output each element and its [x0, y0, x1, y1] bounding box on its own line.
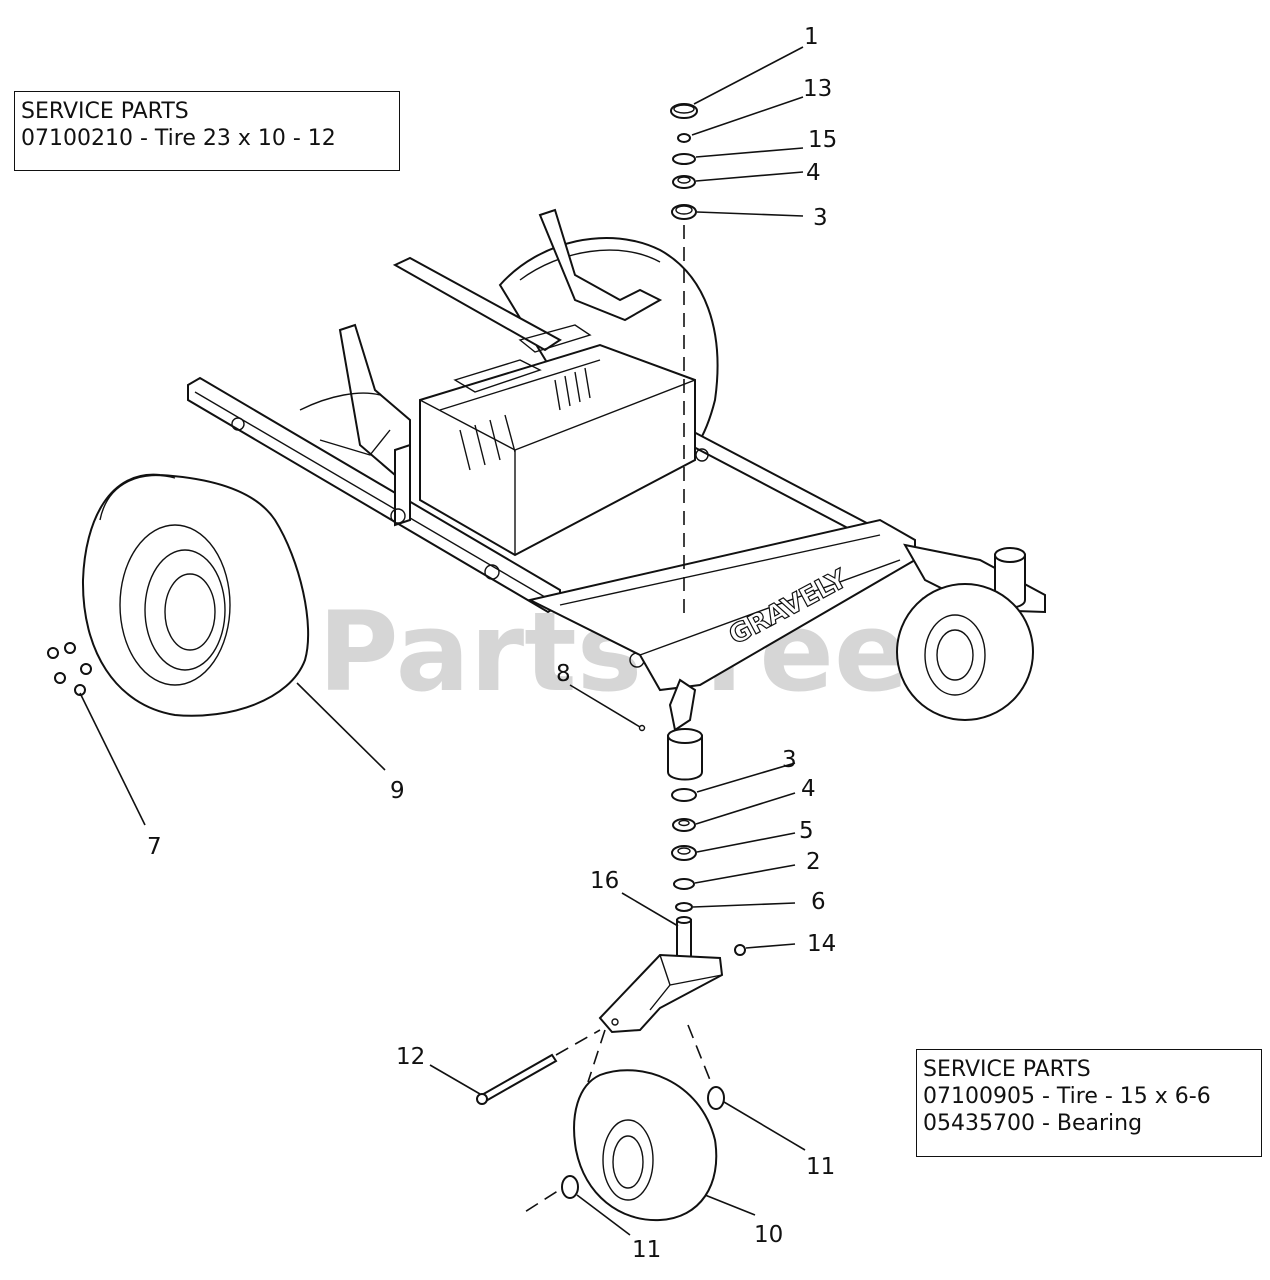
callout-8: 8: [556, 661, 571, 687]
front-caster-wheel-right: [896, 583, 1034, 721]
callout-14: 14: [807, 931, 836, 957]
top-bearing-stack: [670, 103, 698, 220]
callout-4-top: 4: [806, 160, 821, 186]
bottom-bearing-stack: [671, 788, 697, 912]
callout-9: 9: [390, 778, 405, 804]
callout-15: 15: [808, 127, 837, 153]
service-parts-box-front: SERVICE PARTS 07100905 - Tire - 15 x 6-6…: [916, 1049, 1262, 1157]
callout-1: 1: [804, 24, 819, 50]
callout-13: 13: [803, 76, 832, 102]
frame-assembly: GRAVELY: [187, 208, 1046, 781]
callout-11-bottom: 11: [632, 1237, 661, 1263]
service-parts-line: 07100905 - Tire - 15 x 6-6: [923, 1084, 1211, 1109]
service-parts-title: SERVICE PARTS: [21, 99, 189, 124]
callout-3-bottom: 3: [782, 747, 797, 773]
leader-lines: [79, 46, 806, 1236]
callout-16: 16: [590, 868, 619, 894]
caster-housing-left: [667, 728, 703, 781]
service-parts-box-rear: SERVICE PARTS 07100210 - Tire 23 x 10 - …: [14, 91, 400, 171]
lug-nuts: [47, 642, 92, 696]
callout-12: 12: [396, 1044, 425, 1070]
callout-7: 7: [147, 834, 162, 860]
service-parts-line: 05435700 - Bearing: [923, 1111, 1143, 1136]
caster-fork: [598, 916, 746, 1034]
rear-tire-left: [81, 473, 310, 717]
service-parts-line: 07100210 - Tire 23 x 10 - 12: [21, 126, 336, 151]
callout-2: 2: [806, 849, 821, 875]
front-caster-wheel: [573, 1069, 718, 1222]
callout-10: 10: [754, 1222, 783, 1248]
wheel-bearings: [561, 1086, 725, 1199]
service-parts-title: SERVICE PARTS: [923, 1057, 1091, 1082]
callout-11-right: 11: [806, 1154, 835, 1180]
axle-bolt: [476, 1053, 558, 1105]
callout-4-bottom: 4: [801, 776, 816, 802]
callout-numbers: 1 13 15 4 3 8 9 7 3 4 5 2 6 16 14 12 11 …: [147, 24, 837, 1263]
callout-5: 5: [799, 818, 814, 844]
callout-6: 6: [811, 889, 826, 915]
callout-3-top: 3: [813, 205, 828, 231]
